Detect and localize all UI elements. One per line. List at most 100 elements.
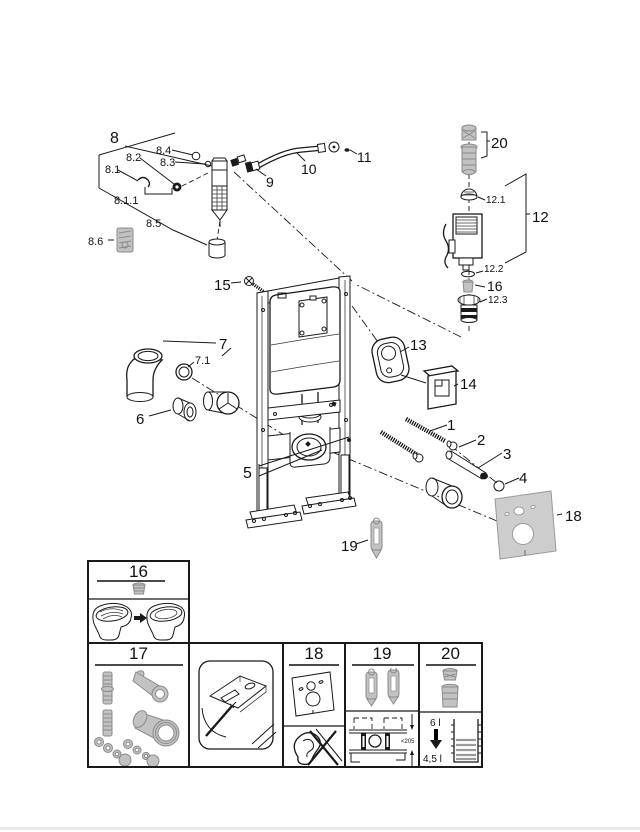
overflow-hose	[442, 223, 450, 269]
callout-7-1: 7.1	[195, 355, 210, 367]
threaded-rod-1b	[379, 430, 421, 458]
seal-8-4	[191, 151, 201, 161]
panel-18-underline	[289, 664, 339, 666]
toilet-rimless-icon	[146, 602, 186, 641]
panel-18-label: 18	[304, 644, 324, 663]
cup-8-5	[208, 238, 226, 259]
callout-1: 1	[447, 417, 455, 434]
frame-feet	[245, 454, 357, 529]
threaded-rod-1	[404, 417, 447, 443]
throttle-insert-icon	[132, 582, 146, 595]
callout-5: 5	[243, 465, 252, 482]
insulation-mat-icon	[291, 671, 335, 717]
toilet-with-rim-icon	[92, 602, 132, 641]
callout-2: 2	[477, 432, 485, 449]
callout-8-4: 8.4	[156, 145, 171, 157]
callout-13: 13	[410, 337, 427, 354]
sleeve-tube-icon	[132, 670, 169, 703]
frame-section-icon: <205	[349, 714, 415, 766]
callout-12-3: 12.3	[488, 295, 508, 306]
panel-18-divider	[284, 725, 344, 727]
supply-pipe-group	[244, 141, 358, 177]
clip-19	[355, 517, 383, 560]
mounting-frame	[245, 275, 357, 529]
throttle-insert-16	[462, 279, 474, 293]
flush-valve-column	[442, 124, 530, 323]
callout-8-6: 8.6	[88, 236, 103, 248]
cap-nut-2	[412, 440, 458, 463]
washers-nuts-icon	[94, 737, 160, 766]
callout-8-3: 8.3	[160, 157, 175, 169]
clips-icon	[365, 668, 400, 707]
fixing-set	[379, 417, 520, 509]
bracket-12	[504, 173, 530, 264]
callout-6: 6	[136, 411, 144, 428]
screw-15	[230, 276, 266, 294]
seal-11	[344, 148, 350, 152]
exploded-diagram-svg: 8 8.2 8.4 8.3 8.1 8.1.1 8.5 8.6 9 10 11 …	[88, 124, 582, 560]
volume-to-label: 4,5 l	[423, 754, 442, 765]
threaded-stud-icon	[101, 671, 114, 737]
flush-bend-group	[126, 340, 240, 422]
panel-marking-instruction	[188, 642, 284, 768]
panel-16-underline	[97, 580, 165, 582]
fill-valve-assembly	[98, 132, 247, 259]
sticker-8-6	[108, 227, 134, 253]
callout-19: 19	[341, 538, 358, 555]
panel-20: 20 6 l 4,5 l	[418, 642, 483, 768]
dimension-label: <205	[401, 739, 415, 745]
seal-ring-7-1	[175, 363, 193, 381]
callout-16: 16	[487, 278, 503, 294]
outlet-12-3	[457, 294, 481, 323]
callout-8: 8	[110, 130, 119, 147]
callout-8-2: 8.2	[126, 152, 141, 164]
callout-8-1: 8.1	[105, 164, 120, 176]
flow-restrictor-20	[460, 124, 490, 175]
washer-4	[493, 480, 505, 492]
flush-valve-12	[448, 213, 483, 271]
panel-16-divider	[89, 598, 188, 600]
callout-14: 14	[460, 376, 477, 393]
clip-icon	[387, 668, 400, 705]
callout-12: 12	[532, 209, 549, 226]
callout-8-1-1: 8.1.1	[114, 195, 138, 207]
fixing-kit-icon	[94, 670, 180, 766]
tank-level-icon	[451, 719, 481, 763]
panel-20-label: 20	[441, 644, 460, 663]
flush-window	[298, 296, 328, 338]
union-nut	[328, 141, 340, 153]
clip-8-1	[137, 176, 151, 188]
panel-19: 19 <205	[344, 642, 420, 768]
drill-marking-icon	[198, 660, 277, 750]
insulation-mat-18	[494, 490, 563, 560]
connector-sleeve-6	[172, 397, 197, 422]
callout-10: 10	[301, 161, 317, 177]
seal-12-1	[460, 188, 478, 201]
flush-volume-icon: 6 l 4,5 l	[423, 718, 481, 765]
gasket-13	[371, 336, 410, 384]
seal-8-3	[204, 160, 212, 168]
callouts: 8 8.2 8.4 8.3 8.1 8.1.1 8.5 8.6 9 10 11 …	[88, 130, 582, 555]
clip-icon	[365, 668, 378, 707]
large-sleeve-icon	[132, 710, 180, 747]
callout-11: 11	[357, 149, 372, 165]
panel-19-divider	[346, 710, 418, 712]
pipe-piece	[203, 391, 240, 415]
panel-17-label: 17	[129, 644, 148, 663]
fill-valve	[210, 154, 247, 227]
callout-3: 3	[503, 446, 511, 463]
page-footer-rule	[0, 827, 640, 830]
panel-19-underline	[352, 664, 414, 666]
panel-16-label: 16	[129, 562, 148, 581]
panel-20-divider	[420, 711, 481, 713]
callout-7: 7	[219, 336, 227, 353]
noise-reduction-icon	[293, 728, 343, 766]
callout-18: 18	[565, 508, 582, 525]
toilet-conversion-icon	[92, 602, 186, 641]
throttle-parts-icon	[441, 668, 459, 708]
volume-from-label: 6 l	[430, 718, 441, 729]
spacer-tube-3	[445, 450, 488, 480]
panel-20-underline	[426, 664, 476, 666]
seal-12-2	[461, 270, 475, 278]
